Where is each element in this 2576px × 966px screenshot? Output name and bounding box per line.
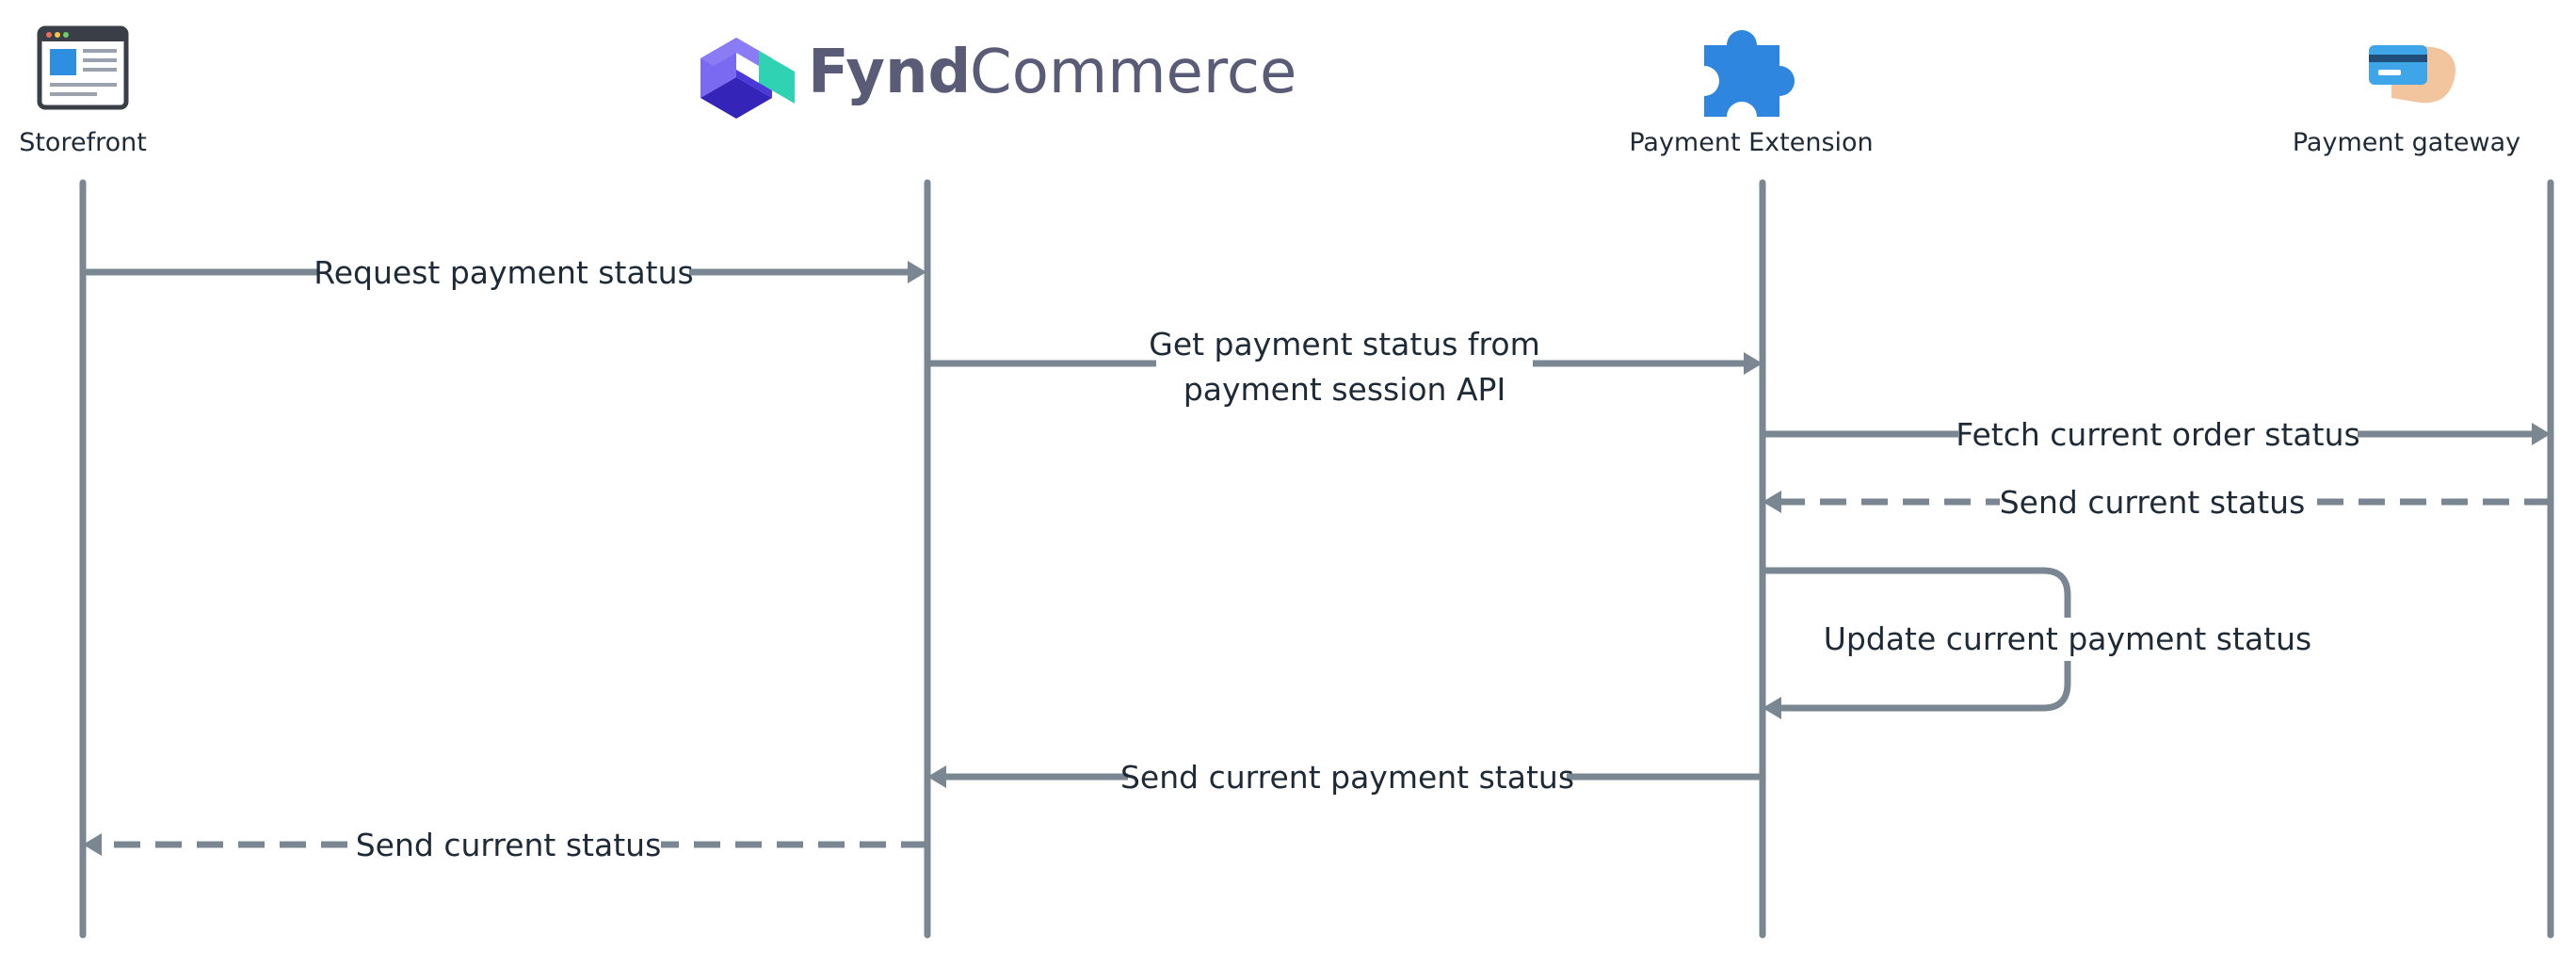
card-in-hand-icon (2369, 45, 2455, 104)
participant-payment-extension: Payment Extension (1629, 30, 1874, 157)
message-label: Send current status (2000, 484, 2306, 521)
arrowhead-right (1744, 352, 1763, 375)
message-fetch-current-order-status: Fetch current order status (1763, 412, 2551, 456)
logo-word-commerce: Commerce (970, 38, 1296, 107)
message-send-current-payment-status: Send current payment status (927, 755, 1763, 798)
message-get-payment-status: Get payment status from payment session … (927, 322, 1763, 409)
participant-label-payment-gateway: Payment gateway (2293, 128, 2520, 157)
arrowhead-right (2532, 423, 2551, 445)
message-send-current-status-storefront: Send current status (83, 823, 927, 866)
participant-label-storefront: Storefront (19, 128, 147, 157)
message-label: Send current status (356, 827, 662, 863)
fynd-commerce-logo: Fynd Commerce (700, 38, 1296, 119)
arrowhead-left (1763, 697, 1781, 719)
message-update-current-payment-status: Update current payment status (1763, 567, 2311, 719)
message-label-line-1: Get payment status from (1149, 326, 1539, 362)
message-label: Send current payment status (1120, 759, 1574, 796)
message-label: Update current payment status (1824, 620, 2311, 657)
message-label: Fetch current order status (1956, 416, 2359, 453)
logo-word-fynd: Fynd (808, 38, 971, 107)
arrowhead-left (927, 765, 946, 788)
participant-fynd-commerce: Fynd Commerce (700, 38, 1296, 119)
arrowhead-left (83, 833, 102, 856)
participant-storefront: Storefront (19, 25, 147, 157)
participant-payment-gateway: Payment gateway (2293, 45, 2520, 157)
puzzle-piece-icon (1704, 30, 1795, 117)
message-send-current-status-gateway: Send current status (1763, 480, 2551, 523)
arrowhead-right (908, 261, 926, 283)
message-request-payment-status: Request payment status (83, 250, 926, 294)
message-label: Request payment status (314, 254, 693, 291)
message-label-line-2: payment session API (1183, 371, 1505, 408)
participant-label-payment-extension: Payment Extension (1629, 128, 1873, 157)
storefront-window-icon (37, 25, 129, 110)
arrowhead-left (1763, 491, 1781, 513)
